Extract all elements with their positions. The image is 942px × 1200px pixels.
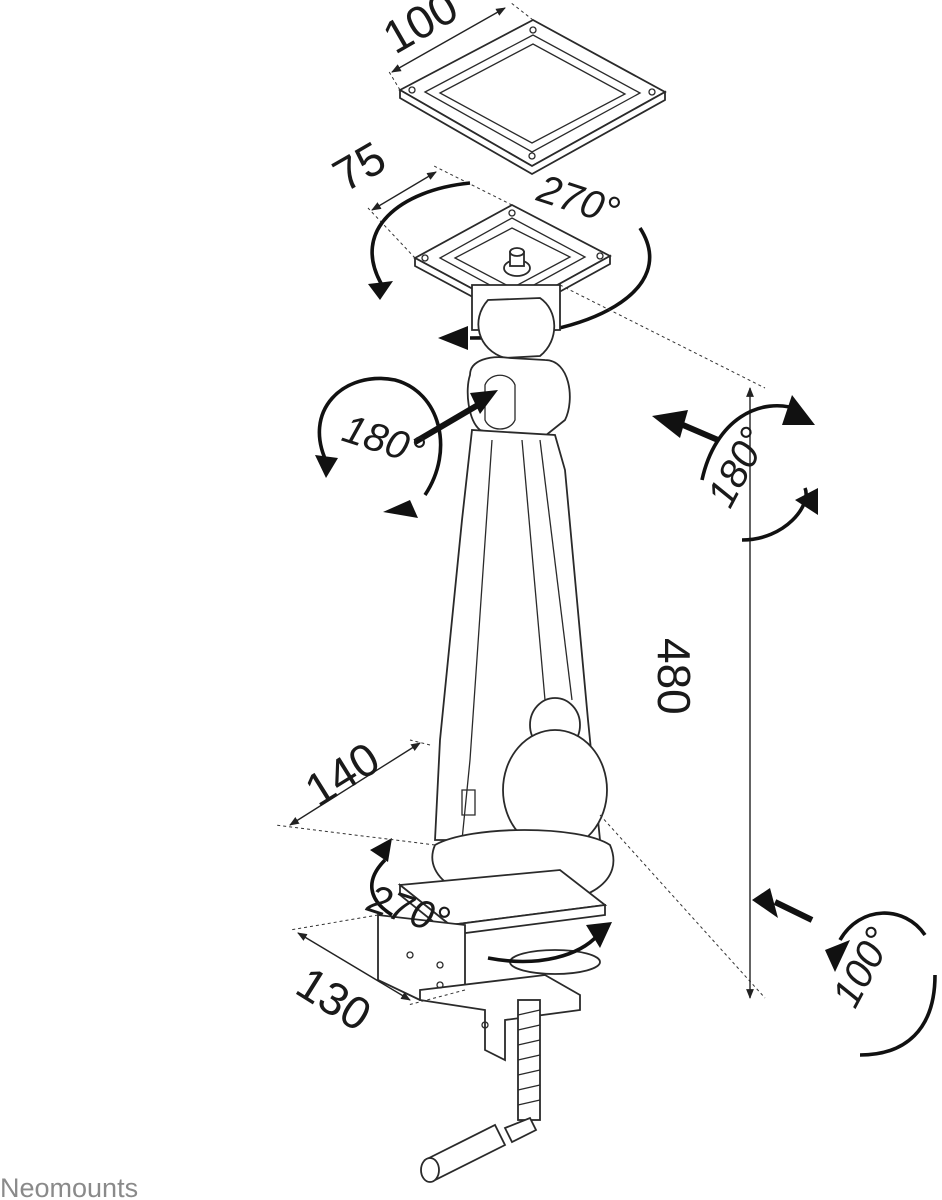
tilt-joint (466, 284, 571, 441)
brand-logo-text: Neomounts (0, 1173, 138, 1200)
dimension-480-label: 480 (648, 638, 700, 715)
base-tilt-arrow: 100° (752, 888, 937, 1057)
column (434, 429, 608, 851)
tilt-right-arrow: 180° (652, 395, 818, 542)
dimension-130-label: 130 (288, 956, 381, 1041)
dimension-100-label: 100 (374, 0, 466, 64)
dimension-140: 140 (274, 732, 436, 846)
tilt-left-label: 180° (337, 407, 429, 474)
dimension-140-label: 140 (296, 732, 389, 817)
vesa-plate-75 (413, 203, 612, 320)
dimension-480: 480 (559, 284, 766, 999)
base (377, 829, 615, 1062)
clamp-screw (420, 999, 541, 1183)
vesa-plate-100 (398, 18, 667, 176)
dimension-75-label: 75 (324, 131, 394, 202)
